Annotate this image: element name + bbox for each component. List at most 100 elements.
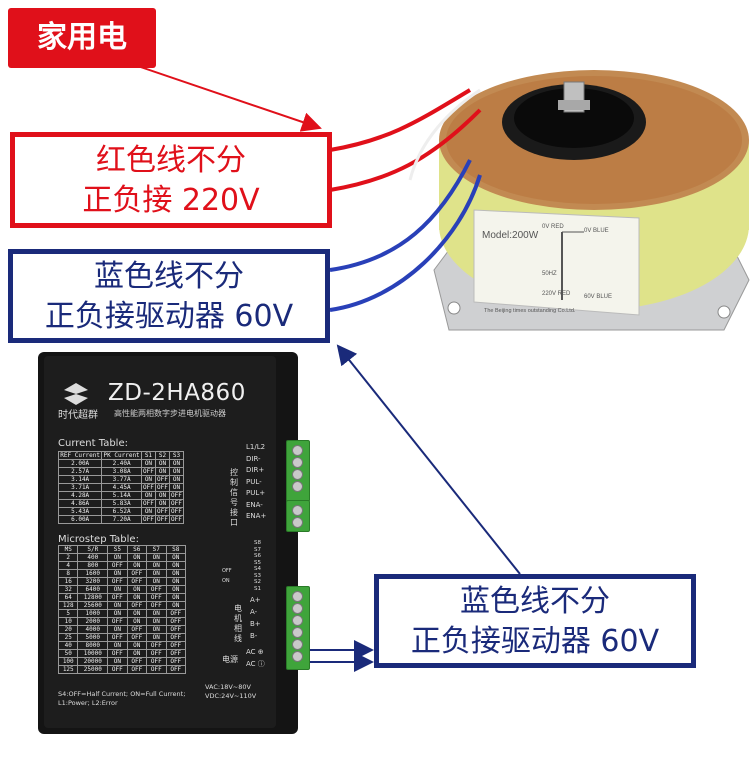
microstep-table-cell: 12800 bbox=[77, 593, 109, 602]
microstep-table-cell: 16 bbox=[57, 577, 79, 586]
svg-text:60V BLUE: 60V BLUE bbox=[584, 294, 612, 300]
microstep-table-cell: 1600 bbox=[77, 569, 109, 578]
microstep-table-cell: OFF bbox=[146, 649, 167, 658]
current-table-cell: OFF bbox=[154, 515, 170, 524]
svg-text:0V BLUE: 0V BLUE bbox=[584, 228, 609, 234]
terminal-screw-icon bbox=[292, 481, 303, 492]
terminal-screw-icon bbox=[292, 639, 303, 650]
microstep-table-cell: ON bbox=[126, 649, 148, 658]
current-table-cell: OFF bbox=[140, 515, 156, 524]
driver-to-box-arrow bbox=[336, 344, 521, 575]
microstep-table-cell: OFF bbox=[146, 593, 167, 602]
microstep-table-cell: 20 bbox=[57, 625, 79, 634]
microstep-table-cell: ON bbox=[107, 553, 128, 562]
microstep-table-header-cell: S5 bbox=[107, 545, 128, 554]
terminal-screw-icon bbox=[292, 615, 303, 626]
microstep-table-title: Microstep Table: bbox=[58, 534, 139, 545]
microstep-table-cell: ON bbox=[107, 569, 128, 578]
current-table-cell: ON bbox=[154, 499, 170, 508]
microstep-table-cell: 4 bbox=[57, 561, 79, 570]
motor-group-label: 电机相线 bbox=[234, 604, 242, 643]
microstep-table-cell: ON bbox=[165, 561, 186, 570]
current-table-cell: ON bbox=[154, 491, 170, 500]
signal-group-label: 控制信号接口 bbox=[230, 468, 238, 527]
microstep-table-cell: ON bbox=[126, 561, 148, 570]
red-wire-note: 红色线不分 正负接 220V bbox=[10, 132, 332, 228]
microstep-table-cell: 8000 bbox=[77, 641, 109, 650]
microstep-table-cell: ON bbox=[107, 641, 128, 650]
toroidal-transformer: Model:200W 0V RED 0V BLUE 50HZ 220V RED … bbox=[433, 70, 750, 331]
motor-terminal-labels: A+ A- B+ B- bbox=[250, 596, 261, 640]
microstep-table-cell: ON bbox=[146, 625, 167, 634]
microstep-table-cell: ON bbox=[107, 609, 128, 618]
ac-terminal-labels: AC ⊕ AC ⓘ bbox=[246, 648, 265, 668]
svg-text:220V RED: 220V RED bbox=[542, 291, 571, 297]
microstep-table-cell: 400 bbox=[77, 553, 109, 562]
microstep-table-cell: OFF bbox=[126, 601, 148, 610]
microstep-table-cell: 5 bbox=[57, 609, 79, 618]
current-table-cell: ON bbox=[154, 467, 170, 476]
current-table-cell: ON bbox=[168, 459, 185, 468]
blue-wire-note-bottom: 蓝色线不分 正负接驱动器 60V bbox=[374, 574, 696, 668]
current-table-cell: ON bbox=[168, 483, 185, 492]
microstep-table-cell: ON bbox=[126, 585, 148, 594]
microstep-table-cell: OFF bbox=[126, 657, 148, 666]
current-table-cell: 4.28A bbox=[57, 491, 103, 500]
microstep-table-cell: 25 bbox=[57, 633, 79, 642]
microstep-table-cell: OFF bbox=[165, 625, 186, 634]
microstep-table-cell: OFF bbox=[107, 593, 128, 602]
current-table-cell: ON bbox=[168, 467, 185, 476]
microstep-table-cell: ON bbox=[146, 553, 167, 562]
microstep-table-cell: 8 bbox=[57, 569, 79, 578]
microstep-table-cell: ON bbox=[146, 633, 167, 642]
microstep-table-cell: 20000 bbox=[77, 657, 109, 666]
signal-terminal-labels: L1/L2 DIR- DIR+ PUL- PUL+ ENA- ENA+ bbox=[246, 443, 267, 520]
microstep-table-cell: 50 bbox=[57, 649, 79, 658]
current-table-cell: ON bbox=[140, 507, 156, 516]
microstep-table-header-cell: MS bbox=[57, 545, 79, 554]
microstep-table-cell: 4000 bbox=[77, 625, 109, 634]
microstep-table-cell: 2000 bbox=[77, 617, 109, 626]
driver-description: 高性能两相数字步进电机驱动器 bbox=[114, 409, 226, 418]
microstep-table-cell: OFF bbox=[165, 665, 186, 674]
microstep-table-cell: 100 bbox=[57, 657, 79, 666]
microstep-table-cell: 1000 bbox=[77, 609, 109, 618]
current-table-header-cell: S3 bbox=[168, 451, 185, 460]
home-power-arrow bbox=[119, 59, 322, 132]
blue-wire-note-top: 蓝色线不分 正负接驱动器 60V bbox=[8, 249, 330, 343]
current-table-cell: OFF bbox=[154, 507, 170, 516]
microstep-table-cell: 3200 bbox=[77, 577, 109, 586]
microstep-table-cell: ON bbox=[146, 609, 167, 618]
microstep-table-cell: 64 bbox=[57, 593, 79, 602]
terminal-screw-icon bbox=[292, 505, 303, 516]
microstep-table-cell: 128 bbox=[57, 601, 79, 610]
current-table-cell: 2.57A bbox=[57, 467, 103, 476]
microstep-table-cell: ON bbox=[126, 641, 148, 650]
microstep-table-header-cell: S8 bbox=[165, 545, 186, 554]
terminal-screw-icon bbox=[292, 457, 303, 468]
microstep-table-cell: OFF bbox=[146, 585, 167, 594]
home-power-tag: 家用电 bbox=[8, 8, 156, 68]
microstep-table-cell: ON bbox=[107, 585, 128, 594]
brand-logo-icon bbox=[64, 383, 88, 405]
current-table-cell: OFF bbox=[154, 475, 170, 484]
microstep-table-cell: ON bbox=[165, 553, 186, 562]
driver-brand: 时代超群 bbox=[58, 410, 98, 421]
microstep-table-cell: OFF bbox=[126, 633, 148, 642]
current-table-cell: 7.20A bbox=[101, 515, 142, 524]
microstep-table-cell: ON bbox=[165, 593, 186, 602]
microstep-table-cell: OFF bbox=[165, 633, 186, 642]
svg-text:0V RED: 0V RED bbox=[542, 224, 564, 230]
microstep-table-cell: OFF bbox=[126, 577, 148, 586]
